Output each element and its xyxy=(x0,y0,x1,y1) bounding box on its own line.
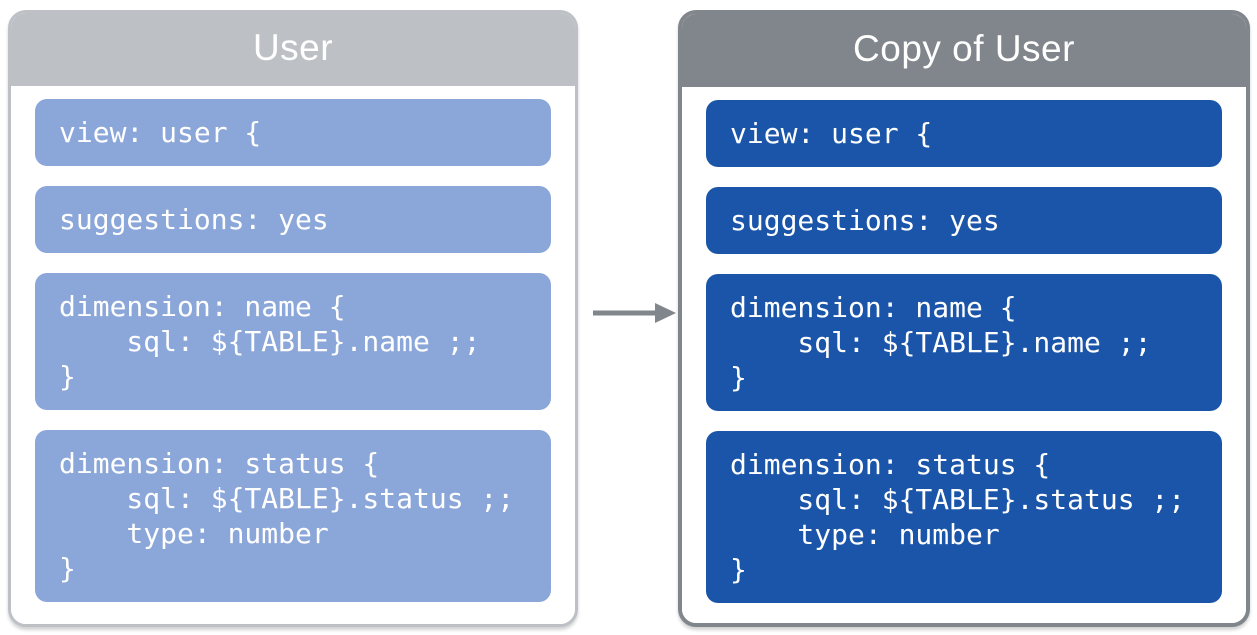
lookml-view-block-copy: view: user { xyxy=(706,100,1222,167)
lookml-dimension-name-block: dimension: name { sql: ${TABLE}.name ;; … xyxy=(35,273,551,410)
lookml-dimension-status-block-copy: dimension: status { sql: ${TABLE}.status… xyxy=(706,431,1222,603)
copy-of-user-panel-body: view: user { suggestions: yes dimension:… xyxy=(682,87,1246,623)
right-arrow-icon xyxy=(592,300,678,326)
copy-of-user-panel-title: Copy of User xyxy=(853,28,1075,69)
user-panel-title: User xyxy=(252,27,334,68)
copy-of-user-panel: Copy of User view: user { suggestions: y… xyxy=(678,10,1250,627)
copy-of-user-panel-header: Copy of User xyxy=(682,14,1246,87)
user-panel-header: User xyxy=(11,13,575,86)
lookml-dimension-name-block-copy: dimension: name { sql: ${TABLE}.name ;; … xyxy=(706,274,1222,411)
lookml-view-block: view: user { xyxy=(35,99,551,166)
lookml-dimension-status-block: dimension: status { sql: ${TABLE}.status… xyxy=(35,430,551,602)
lookml-suggestions-block: suggestions: yes xyxy=(35,186,551,253)
lookml-suggestions-block-copy: suggestions: yes xyxy=(706,187,1222,254)
user-panel: User view: user { suggestions: yes dimen… xyxy=(8,10,578,627)
user-panel-body: view: user { suggestions: yes dimension:… xyxy=(11,86,575,624)
